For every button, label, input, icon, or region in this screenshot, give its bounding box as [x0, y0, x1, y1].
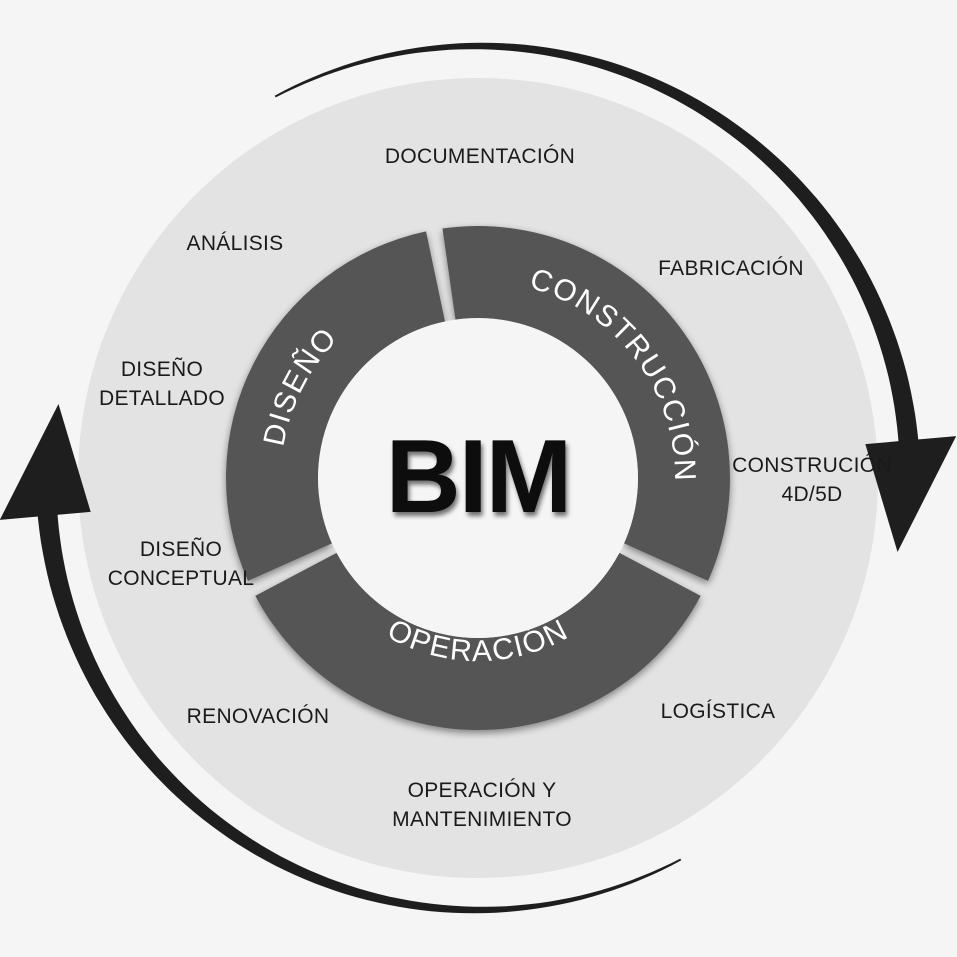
outer-label-diseno-detallado: DISEÑO DETALLADO: [99, 357, 225, 410]
outer-label-construccion-4d5d: CONSTRUCIÓN 4D/5D: [732, 454, 892, 506]
outer-label-line: RENOVACIÓN: [187, 705, 330, 728]
center-title: BIM: [386, 419, 571, 535]
outer-label-line: DOCUMENTACIÓN: [385, 145, 575, 168]
outer-label-diseno-conceptual: DISEÑO CONCEPTUAL: [108, 537, 255, 590]
outer-label-operacion-mantenimiento: OPERACIÓN Y MANTENIMIENTO: [392, 779, 572, 831]
ring-segment-diseno: [225, 231, 446, 581]
outer-label-analisis: ANÁLISIS: [187, 232, 284, 255]
phase-ring: [225, 225, 731, 731]
clockwise-arrow-right-icon: [274, 42, 919, 449]
outer-label-line: DETALLADO: [99, 387, 225, 410]
ring-segment-operacion: [255, 552, 701, 731]
outer-label-documentacion: DOCUMENTACIÓN: [385, 145, 575, 168]
outer-label-line: 4D/5D: [781, 483, 842, 506]
center-disc: [318, 318, 638, 638]
clockwise-arrow-right-head-icon: [865, 436, 957, 552]
clockwise-arrow-left-head-icon: [0, 404, 91, 520]
outer-label-line: DISEÑO: [121, 357, 203, 381]
ring-segment-construccion: [442, 225, 731, 581]
outer-label-line: CONSTRUCIÓN: [732, 454, 892, 477]
cycle-arrows: [0, 42, 957, 914]
outer-label-renovacion: RENOVACIÓN: [187, 705, 330, 728]
outer-label-logistica: LOGÍSTICA: [661, 700, 776, 723]
outer-label-fabricacion: FABRICACIÓN: [658, 257, 804, 280]
outer-label-line: MANTENIMIENTO: [392, 808, 572, 831]
outer-label-line: ANÁLISIS: [187, 232, 284, 255]
outer-label-line: CONCEPTUAL: [108, 567, 255, 590]
outer-label-line: DISEÑO: [140, 537, 222, 561]
outer-stage-labels: DOCUMENTACIÓN ANÁLISIS FABRICACIÓN DISEÑO DE…: [99, 145, 892, 831]
outer-label-line: FABRICACIÓN: [658, 257, 804, 280]
clockwise-arrow-left-icon: [37, 507, 682, 914]
outer-label-line: OPERACIÓN Y: [408, 779, 557, 802]
outer-label-line: LOGÍSTICA: [661, 700, 776, 723]
